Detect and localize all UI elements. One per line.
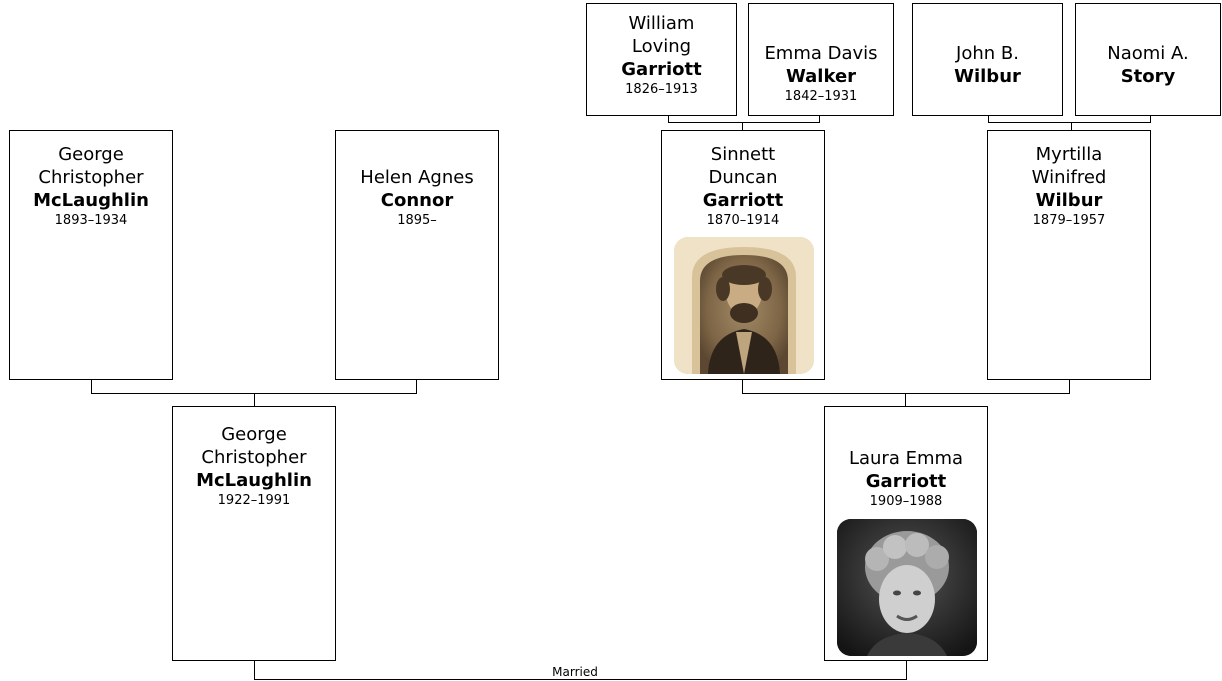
given-name: George Christopher — [201, 424, 307, 468]
marriage-line — [254, 661, 255, 680]
given-name: Emma Davis — [764, 43, 878, 64]
surname: Walker — [785, 66, 857, 87]
surname: McLaughlin — [196, 470, 312, 491]
connector-line — [1071, 122, 1072, 131]
person-card-john-b-wilbur[interactable]: John B. Wilbur — [912, 3, 1063, 116]
portrait-photo[interactable] — [674, 237, 814, 374]
given-name: John B. — [956, 43, 1019, 64]
life-dates: 1826–1913 — [625, 82, 698, 97]
given-name: George Christopher — [38, 144, 144, 188]
given-name: William Loving — [628, 13, 695, 57]
life-dates: 1909–1988 — [869, 494, 943, 509]
connector-line — [668, 122, 820, 123]
surname: Garriott — [621, 59, 702, 80]
surname: Garriott — [865, 471, 947, 492]
married-label: Married — [552, 665, 598, 679]
given-name: Naomi A. — [1107, 43, 1189, 64]
person-card-emma-davis-walker[interactable]: Emma Davis Walker 1842–1931 — [748, 3, 894, 116]
surname: Wilbur — [1035, 190, 1103, 211]
marriage-line — [254, 679, 907, 680]
person-card-william-loving-garriott[interactable]: William Loving Garriott 1826–1913 — [586, 3, 737, 116]
given-name: Sinnett Duncan — [708, 144, 778, 188]
connector-line — [91, 380, 92, 393]
connector-line — [668, 116, 669, 123]
person-card-naomi-a-story[interactable]: Naomi A. Story — [1075, 3, 1221, 116]
given-name: Laura Emma — [848, 448, 964, 469]
connector-line — [905, 393, 906, 406]
person-card-george-christopher-mclaughlin-1893[interactable]: George Christopher McLaughlin 1893–1934 — [9, 130, 173, 380]
person-card-sinnett-duncan-garriott[interactable]: Sinnett Duncan Garriott 1870–1914 — [661, 130, 825, 380]
person-card-helen-agnes-connor[interactable]: Helen Agnes Connor 1895– — [335, 130, 499, 380]
connector-line — [1150, 116, 1151, 123]
given-name: Helen Agnes — [360, 167, 474, 188]
connector-line — [254, 393, 255, 406]
portrait-photo[interactable] — [837, 519, 977, 656]
life-dates: 1879–1957 — [1032, 213, 1106, 228]
connector-line — [819, 116, 820, 123]
connector-line — [742, 380, 743, 393]
person-card-myrtilla-winifred-wilbur[interactable]: Myrtilla Winifred Wilbur 1879–1957 — [987, 130, 1151, 380]
connector-line — [988, 122, 1151, 123]
life-dates: 1842–1931 — [784, 89, 858, 104]
surname: McLaughlin — [33, 190, 149, 211]
life-dates: 1895– — [397, 213, 437, 228]
person-card-george-christopher-mclaughlin-1922[interactable]: George Christopher McLaughlin 1922–1991 — [172, 406, 336, 661]
connector-line — [988, 116, 989, 123]
connector-line — [742, 122, 743, 131]
marriage-line — [906, 661, 907, 680]
connector-line — [742, 393, 1070, 394]
life-dates: 1893–1934 — [54, 213, 128, 228]
surname: Garriott — [702, 190, 784, 211]
surname: Wilbur — [954, 66, 1021, 87]
life-dates: 1870–1914 — [706, 213, 780, 228]
connector-line — [1069, 380, 1070, 393]
given-name: Myrtilla Winifred — [1031, 144, 1107, 188]
connector-line — [416, 380, 417, 393]
life-dates: 1922–1991 — [217, 493, 291, 508]
surname: Connor — [380, 190, 454, 211]
surname: Story — [1120, 66, 1176, 87]
person-card-laura-emma-garriott[interactable]: Laura Emma Garriott 1909–1988 — [824, 406, 988, 661]
